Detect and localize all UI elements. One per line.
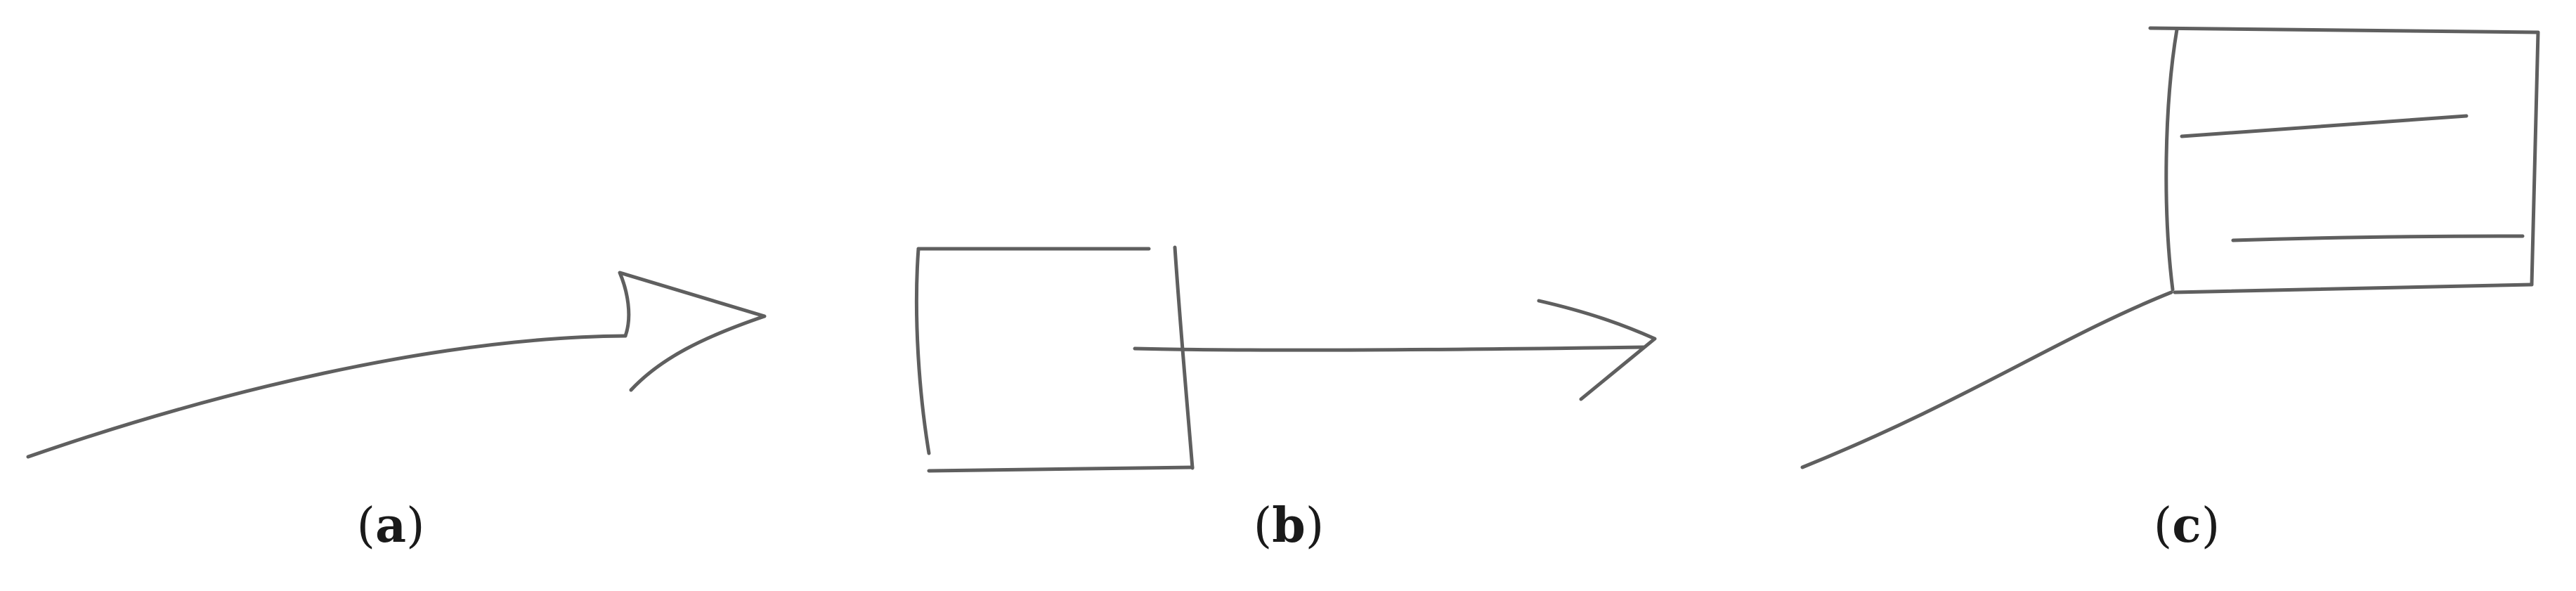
panel-a-arrow-shaft (26, 334, 627, 459)
panel-b-arrow-head (1537, 299, 1657, 401)
caption-a: (a) (356, 498, 425, 554)
panel-c-rect-top (2148, 26, 2540, 34)
panel-a-arrow-head (618, 271, 767, 392)
caption-c: (c) (2153, 498, 2220, 554)
panel-c-inner-line-1 (2180, 114, 2468, 138)
panel-b-square-right (1173, 245, 1195, 470)
panel-c-rect-left (2164, 27, 2179, 292)
caption-b-letter: b (1272, 498, 1306, 554)
panel-c-inner-line-2 (2231, 234, 2525, 242)
caption-b: (b) (1253, 498, 1325, 554)
panel-c-sketch (1800, 26, 2540, 469)
caption-c-letter: c (2172, 498, 2201, 554)
panel-c-rect-bottom (2173, 282, 2534, 294)
panel-b-square-left (914, 247, 931, 455)
panel-a-sketch (26, 271, 767, 459)
panel-c-rect-right (2530, 30, 2540, 287)
panel-b-sketch (914, 245, 1657, 473)
caption-a-letter: a (375, 498, 407, 554)
panel-c-connector-line (1800, 290, 2173, 469)
panel-b-arrow-shaft (1133, 345, 1646, 352)
panel-b-square-bottom (927, 465, 1195, 473)
